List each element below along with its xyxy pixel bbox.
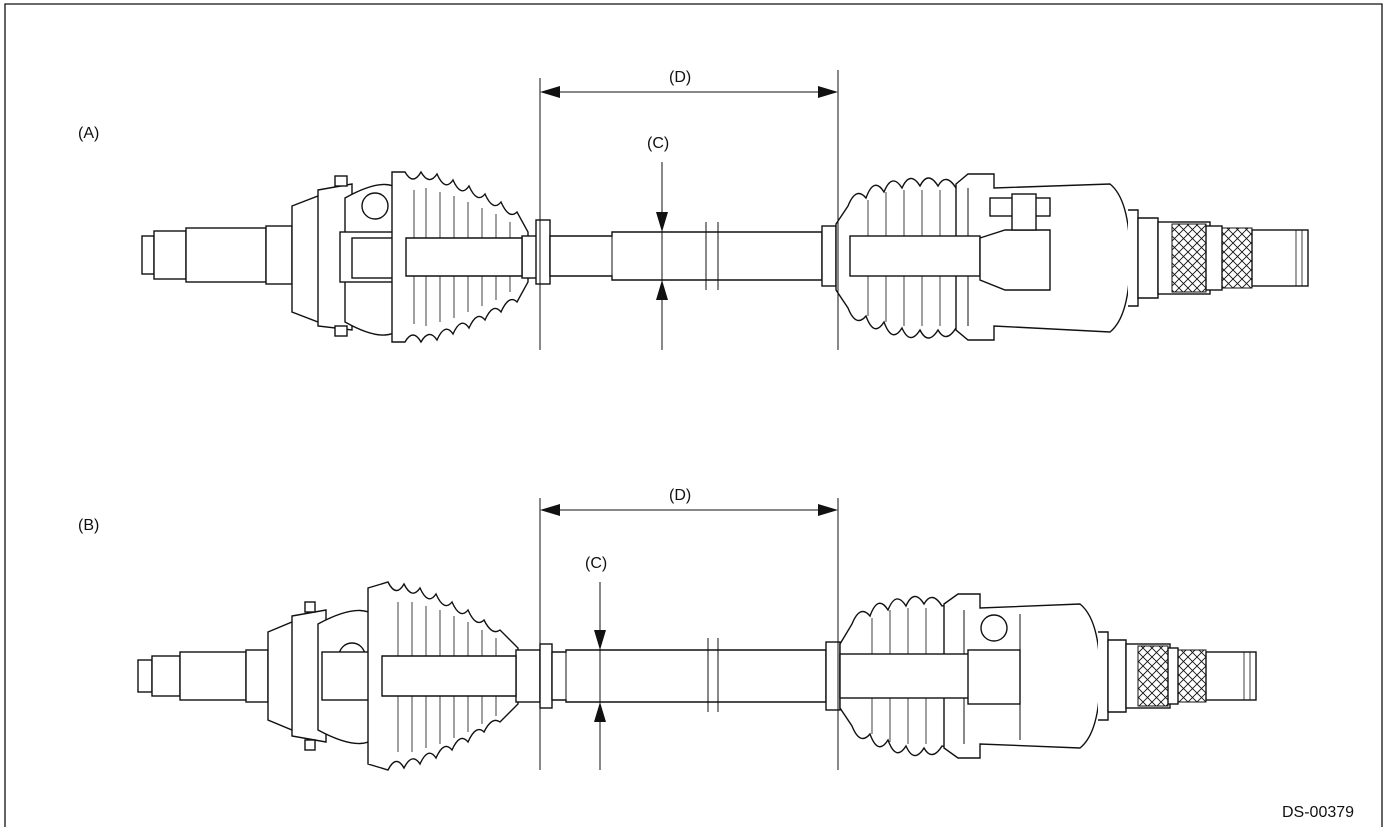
view-a-dim-c-label: (C) xyxy=(647,135,669,152)
view-a-spline-end xyxy=(1137,217,1159,299)
view-b-dim-d-label: (D) xyxy=(669,487,691,504)
view-a-joint-ball xyxy=(361,192,389,220)
view-a-label: (A) xyxy=(78,125,99,142)
view-a-stub-shaft xyxy=(153,230,187,280)
view-b: (B) xyxy=(78,487,1257,771)
view-a-stub-end xyxy=(141,235,155,275)
view-a-dim-d-label: (D) xyxy=(669,69,691,86)
view-b-center-shaft xyxy=(381,655,517,697)
view-b-dim-c-label: (C) xyxy=(585,555,607,572)
view-a: (A) xyxy=(78,69,1309,350)
view-b-spline-end xyxy=(1107,639,1127,713)
figure-border xyxy=(4,3,1383,827)
view-b-stub-shaft xyxy=(151,655,181,697)
view-b-stub-end xyxy=(137,659,153,693)
view-a-center-shaft xyxy=(405,237,523,277)
figure-code: DS-00379 xyxy=(1282,804,1354,821)
view-b-label: (B) xyxy=(78,517,99,534)
